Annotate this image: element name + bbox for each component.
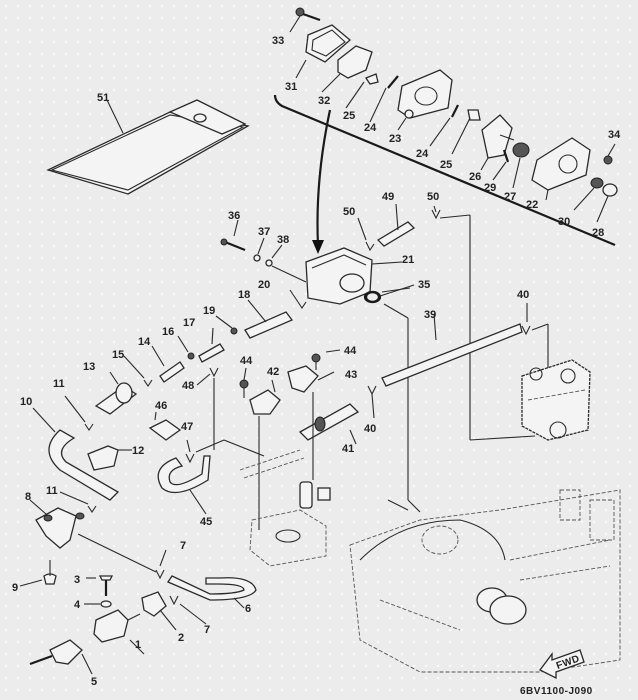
hose-39-carburetor (367, 303, 591, 441)
callout-21: 21 (402, 254, 414, 266)
callout-19: 19 (203, 305, 215, 317)
callout-22: 22 (526, 199, 538, 211)
callout-51: 51 (97, 92, 109, 104)
callout-27: 27 (504, 191, 516, 203)
callout-12: 12 (132, 445, 144, 457)
callout-35: 35 (418, 279, 430, 291)
callout-13: 13 (83, 361, 95, 373)
callout-6: 6 (245, 603, 251, 615)
callout-4: 4 (74, 599, 81, 611)
callout-3: 3 (74, 574, 80, 586)
callout-49: 49 (382, 191, 394, 203)
callout-20: 20 (258, 279, 270, 291)
callout-2: 2 (178, 632, 184, 644)
callout-14: 14 (138, 336, 151, 348)
callout-34: 34 (608, 129, 621, 141)
callout-18: 18 (238, 289, 250, 301)
callout-42: 42 (267, 366, 279, 378)
callout-1: 1 (135, 639, 141, 651)
callout-44b: 44 (344, 345, 357, 357)
fuel-pump-21 (215, 203, 536, 513)
callout-47: 47 (181, 421, 193, 433)
callout-29: 29 (484, 182, 496, 194)
callout-5: 5 (91, 676, 97, 688)
callout-40b: 40 (364, 423, 376, 435)
fwd-direction-arrow: FWD (539, 649, 585, 680)
engine-block (249, 489, 621, 673)
callout-17: 17 (183, 317, 195, 329)
callout-30: 30 (558, 216, 570, 228)
callout-44a: 44 (240, 355, 253, 367)
callout-24a: 24 (364, 122, 377, 134)
callout-labels: 1 2 3 4 5 6 7 7 8 9 10 11 11 12 13 14 15… (12, 35, 621, 688)
part-51-pad (46, 99, 250, 195)
callout-39: 39 (424, 309, 436, 321)
callout-15: 15 (112, 349, 124, 361)
callout-45: 45 (200, 516, 212, 528)
callout-43: 43 (345, 369, 357, 381)
drawing-code: 6BV1100-J090 (520, 686, 593, 697)
callout-7a: 7 (180, 540, 186, 552)
callout-23: 23 (389, 133, 401, 145)
callout-25a: 25 (343, 110, 355, 122)
callout-26: 26 (469, 171, 481, 183)
lower-left-parts (19, 491, 257, 675)
callout-11a: 11 (53, 378, 65, 390)
callout-28: 28 (592, 227, 604, 239)
fwd-label: FWD (555, 653, 582, 672)
callout-8: 8 (25, 491, 31, 503)
pump-exploded-group (273, 7, 618, 254)
callout-31: 31 (285, 81, 297, 93)
callout-33: 33 (272, 35, 284, 47)
callout-25b: 25 (440, 159, 452, 171)
part-33-bolt (295, 7, 321, 22)
callout-48: 48 (182, 380, 194, 392)
hose-45 (148, 411, 265, 515)
callout-10: 10 (20, 396, 32, 408)
fuel-connector-41 (239, 349, 360, 530)
callout-38: 38 (277, 234, 289, 246)
callout-24b: 24 (416, 148, 429, 160)
callout-46: 46 (155, 400, 167, 412)
callout-32: 32 (318, 95, 330, 107)
fuel-filter-chain (32, 327, 225, 501)
callout-7b: 7 (204, 624, 210, 636)
callout-40a: 40 (517, 289, 529, 301)
callout-9: 9 (12, 582, 18, 594)
callout-37: 37 (258, 226, 270, 238)
callout-41: 41 (342, 443, 354, 455)
callout-50a: 50 (343, 206, 355, 218)
callout-50b: 50 (427, 191, 439, 203)
carburetor (521, 359, 591, 441)
callout-16: 16 (162, 326, 174, 338)
callout-11b: 11 (46, 485, 58, 497)
callout-36: 36 (228, 210, 240, 222)
